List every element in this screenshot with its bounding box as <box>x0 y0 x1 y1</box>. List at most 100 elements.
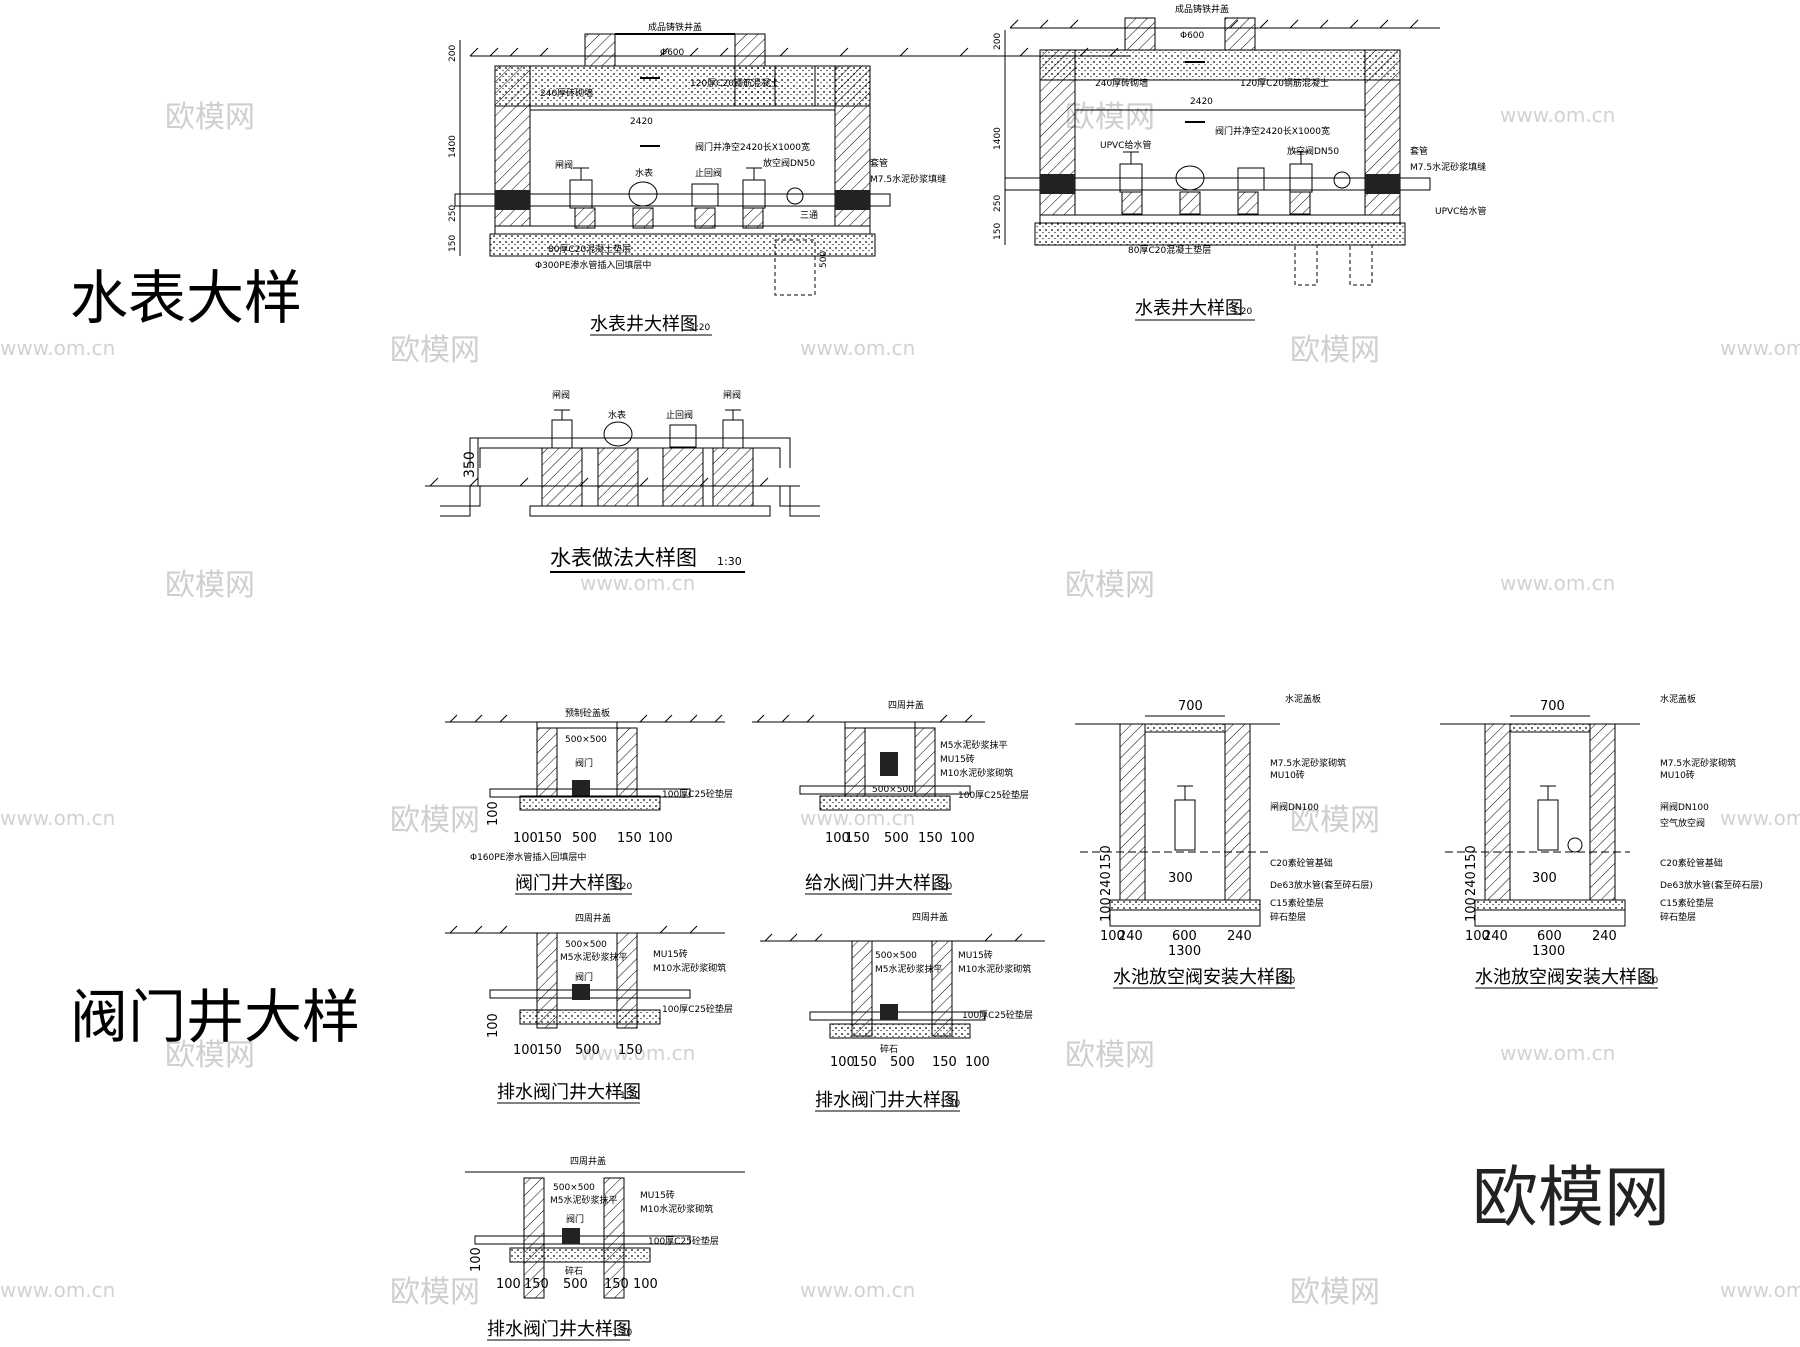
label-brick-cover-d1: 四周井盖 <box>575 912 611 924</box>
dim-pool2-pipe: 300 <box>1532 871 1557 886</box>
label-pool2-m75: M7.5水泥砂浆砌筑 <box>1660 757 1736 769</box>
label-manhole-2: 成品铸铁井盖 <box>1175 3 1229 15</box>
caption-pool-air-valve-1-scale: 1:20 <box>1275 976 1295 986</box>
label-mu15-d3: MU15砖 <box>640 1189 675 1201</box>
supply-valve-well-detail: 四周井盖 M5水泥砂浆抹平 MU15砖 M10水泥砂浆砌筑 500×500 10… <box>752 699 1029 895</box>
dim-d3-2: 150 <box>524 1277 549 1292</box>
dim-h3: 250 <box>448 205 458 222</box>
label-cushion-vw: 100厚C25砼垫层 <box>662 788 733 800</box>
watermark-url: www.om.cn <box>800 1278 915 1302</box>
label-m75: M7.5水泥砂浆填缝 <box>870 173 946 185</box>
dim-h3-2: 250 <box>993 195 1003 212</box>
watermark-brand: 欧模网 <box>165 1038 255 1073</box>
watermark-brand: 欧模网 <box>1290 1275 1380 1310</box>
label-pool2-c15: C15素砼垫层 <box>1660 897 1714 909</box>
dim-pool2-top: 700 <box>1540 699 1565 714</box>
label-brick-cover: 四周井盖 <box>888 699 924 711</box>
label-cushion-d1: 100厚C25砼垫层 <box>662 1003 733 1015</box>
label-valve-vw: 阀门 <box>575 757 593 769</box>
label-opening: Φ600 <box>660 48 685 58</box>
dim-d3-5: 100 <box>633 1277 658 1292</box>
label-method-check: 止回阀 <box>666 409 693 421</box>
dim-h5: 500 <box>819 251 829 268</box>
label-check: 止回阀 <box>695 167 722 179</box>
caption-meter-well-1-scale: 1:20 <box>690 323 710 333</box>
label-pool1-m75: M7.5水泥砂浆砌筑 <box>1270 757 1346 769</box>
dim-pool1-v1: 150 <box>1099 845 1114 870</box>
label-opening-d1: 500×500 <box>565 940 607 950</box>
caption-supply-valve-well-scale: 1:20 <box>932 882 952 892</box>
label-pool2-gate: 闸阀DN100 <box>1660 802 1709 813</box>
label-slab: 120厚C20钢筋混凝土 <box>690 77 779 89</box>
dim-h2: 1400 <box>448 135 458 158</box>
label-pool1-de63: De63放水管(套至碎石层) <box>1270 879 1373 891</box>
label-method-meter: 水表 <box>608 409 626 421</box>
label-brick-cover-d3: 四周井盖 <box>570 1155 606 1167</box>
label-opening-sv: 500×500 <box>872 785 914 795</box>
label-manhole: 成品铸铁井盖 <box>648 21 702 33</box>
dim-pool2-1: 100 <box>1465 929 1490 944</box>
label-opening-2: Φ600 <box>1180 31 1205 41</box>
drain-valve-well-detail-2: 四周井盖 500×500 M5水泥砂浆抹平 MU15砖 M10水泥砂浆砌筑 10… <box>760 911 1045 1112</box>
label-opening-d3: 500×500 <box>553 1183 595 1193</box>
label-wall: 240厚砖砌墙 <box>540 87 593 99</box>
section-title-meter: 水表大样 <box>70 264 302 332</box>
watermark-brand: 欧模网 <box>1290 803 1380 838</box>
dim-d3-1: 100 <box>496 1277 521 1292</box>
label-mu15-sv: MU15砖 <box>940 753 975 765</box>
caption-drain-valve-well-3-scale: 1:20 <box>612 1328 632 1338</box>
watermark-brand: 欧模网 <box>390 803 480 838</box>
dim-h1-2: 200 <box>993 33 1003 50</box>
valve-well-detail: 预制砼盖板 500×500 阀门 100厚C25砼垫层 Φ160PE渗水管插入回… <box>445 707 733 895</box>
caption-valve-well: 阀门井大样图 <box>515 873 623 894</box>
caption-drain-valve-well-2-scale: 1:20 <box>940 1099 960 1109</box>
watermark-brand: 欧模网 <box>165 100 255 135</box>
dim-sv-1: 100 <box>825 831 850 846</box>
dim-pool2-w: 1300 <box>1532 944 1565 959</box>
dim-pool2-v3: 100 <box>1464 897 1479 922</box>
dim-pool1-3: 600 <box>1172 929 1197 944</box>
label-gravel-d3: 碎石 <box>565 1265 583 1277</box>
label-cover: 预制砼盖板 <box>565 707 610 719</box>
dim-pool1-2: 240 <box>1118 929 1143 944</box>
label-meter: 水表 <box>635 167 653 179</box>
dim-pool1-v2: 240 <box>1099 871 1114 896</box>
caption-pool-air-valve-2: 水池放空阀安装大样图 <box>1475 967 1655 988</box>
caption-drain-valve-well-3: 排水阀门井大样图 <box>487 1319 631 1340</box>
label-upvc: UPVC给水管 <box>1100 139 1151 151</box>
meter-method-detail: 闸阀 水表 止回阀 闸阀 350 水表做法大样图 1:30 <box>425 390 820 573</box>
caption-supply-valve-well: 给水阀门井大样图 <box>805 873 949 894</box>
dim-h4: 150 <box>448 235 458 252</box>
watermark-brand: 欧模网 <box>390 333 480 368</box>
dim-vw-4: 150 <box>617 831 642 846</box>
watermark-url: www.om.cn <box>1500 571 1615 595</box>
dim-pool1-v3: 100 <box>1099 897 1114 922</box>
label-m5-d2: M5水泥砂浆抹平 <box>875 963 943 975</box>
watermark-brand: 欧模网 <box>1065 1038 1155 1073</box>
label-wall-2: 240厚砖砌墙 <box>1095 77 1148 89</box>
label-pool2-gravel: 碎石垫层 <box>1660 911 1696 923</box>
dim-vw-1: 100 <box>513 831 538 846</box>
dim-width: 2420 <box>630 117 653 127</box>
caption-meter-well-2: 水表井大样图 <box>1135 298 1243 319</box>
dim-d1-4: 150 <box>618 1043 643 1058</box>
section-title-valve-well: 阀门井大样 <box>70 983 360 1051</box>
dim-sv-3: 500 <box>884 831 909 846</box>
label-cushion-d3: 100厚C25砼垫层 <box>648 1235 719 1247</box>
label-pool2-mu10: MU10砖 <box>1660 769 1695 781</box>
dim-d2-3: 500 <box>890 1055 915 1070</box>
label-m10-d1: M10水泥砂浆砌筑 <box>653 962 726 974</box>
label-cushion-sv: 100厚C25砼垫层 <box>958 789 1029 801</box>
label-m5-sv: M5水泥砂浆抹平 <box>940 739 1008 751</box>
dim-sv-5: 100 <box>950 831 975 846</box>
dim-pool1-4: 240 <box>1227 929 1252 944</box>
label-base-2: 80厚C20混凝土垫层 <box>1128 244 1211 256</box>
label-pool1-mu10: MU10砖 <box>1270 769 1305 781</box>
label-m10-d2: M10水泥砂浆砌筑 <box>958 963 1031 975</box>
label-base: 80厚C20混凝土垫层 <box>548 243 631 255</box>
dim-vw-h: 100 <box>486 801 501 826</box>
meter-well-detail-2: 成品铸铁井盖 Φ600 240厚砖砌墙 120厚C20钢筋混凝土 2420 阀门… <box>993 3 1486 321</box>
dim-h1: 200 <box>448 45 458 62</box>
watermark-brand: 欧模网 <box>1065 568 1155 603</box>
